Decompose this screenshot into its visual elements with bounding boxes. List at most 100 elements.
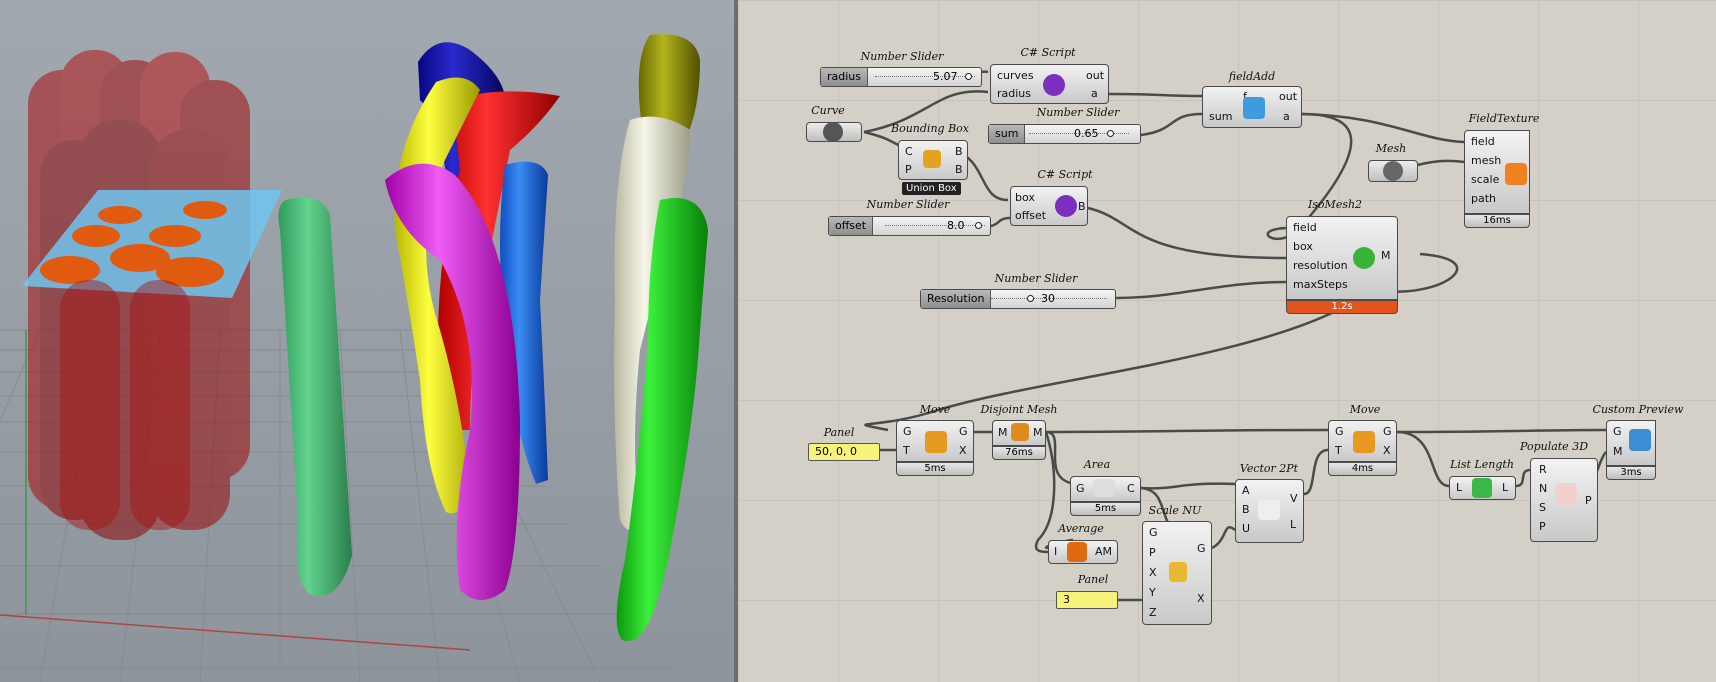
area-out-c: C xyxy=(1127,482,1135,495)
scalenu-in-g: G xyxy=(1149,526,1158,539)
disjoint-icon xyxy=(1011,423,1029,441)
csharp2-out-b: B xyxy=(1078,200,1086,213)
populate-3d[interactable]: R N S P P xyxy=(1530,458,1598,542)
csharp2-in-offset: offset xyxy=(1015,209,1047,222)
list-length[interactable]: L L xyxy=(1449,476,1516,500)
preview-icon xyxy=(1629,429,1651,451)
area-timer: 5ms xyxy=(1070,502,1141,516)
panel1-title: Panel xyxy=(823,426,855,439)
slider-resolution-knob[interactable] xyxy=(1027,295,1034,302)
move-icon xyxy=(925,431,947,453)
fieldtexture-in-scale: scale xyxy=(1471,173,1500,186)
vector-icon xyxy=(1258,500,1280,520)
disjoint-title: Disjoint Mesh xyxy=(980,403,1058,416)
vector2pt-in-a: A xyxy=(1242,484,1250,497)
iso-mesh[interactable]: field box resolution maxSteps M xyxy=(1286,216,1398,300)
slider-sum[interactable]: sum 0.65 xyxy=(988,124,1141,144)
slider-radius-label: radius xyxy=(821,68,869,86)
field-texture[interactable]: field mesh scale path xyxy=(1464,130,1530,214)
average-out-am: AM xyxy=(1095,545,1113,558)
isomesh-in-box: box xyxy=(1293,240,1313,253)
blue-tube xyxy=(500,161,548,484)
fieldtexture-in-path: path xyxy=(1471,192,1497,205)
csharp1-in-curves: curves xyxy=(997,69,1034,82)
fieldtexture-in-field: field xyxy=(1471,135,1495,148)
slice-contours xyxy=(40,201,227,287)
rhino-viewport[interactable] xyxy=(0,0,734,682)
csharp-script-1[interactable]: curves radius out a xyxy=(990,64,1109,104)
bbox-out-b2: B xyxy=(955,163,963,176)
scalenu-in-p: P xyxy=(1149,546,1156,559)
disjoint-mesh[interactable]: M M xyxy=(992,420,1046,446)
move2-out-x: X xyxy=(1383,444,1391,457)
magenta-tube xyxy=(385,163,520,601)
x-axis-line xyxy=(0,614,471,651)
slider-resolution-label: Resolution xyxy=(921,290,992,308)
isomesh-icon xyxy=(1353,247,1375,269)
vector2pt-in-u: U xyxy=(1242,522,1251,535)
slider-sum-label: sum xyxy=(989,125,1026,143)
isomesh-title: IsoMesh2 xyxy=(1307,198,1363,211)
slider-sum-title: Number Slider xyxy=(1036,106,1120,119)
mesh-param[interactable] xyxy=(1368,160,1418,182)
bbox-in-p: P xyxy=(905,163,912,176)
scalenu-in-z: Z xyxy=(1149,606,1157,619)
move-icon xyxy=(1353,431,1375,453)
curve-param[interactable] xyxy=(806,122,862,142)
curve-icon xyxy=(823,122,843,142)
move-1[interactable]: G T G X xyxy=(896,420,974,462)
populate-out-p: P xyxy=(1585,494,1592,507)
area-title: Area xyxy=(1083,458,1111,471)
slider-sum-knob[interactable] xyxy=(1107,130,1114,137)
vector2pt-title: Vector 2Pt xyxy=(1239,462,1299,475)
scalenu-in-x: X xyxy=(1149,566,1157,579)
csharp1-in-radius: radius xyxy=(997,87,1032,100)
fieldadd-in-sum: sum xyxy=(1209,110,1233,123)
populate-title: Populate 3D xyxy=(1519,440,1589,453)
slider-offset-knob[interactable] xyxy=(975,222,982,229)
lime-tube xyxy=(616,198,708,642)
area[interactable]: G C xyxy=(1070,476,1141,502)
average[interactable]: I AM xyxy=(1048,540,1118,564)
viewport-canvas-splitter[interactable] xyxy=(734,0,738,682)
panel-scale[interactable]: 3 xyxy=(1056,591,1118,609)
isomesh-timer: 1.2s xyxy=(1286,300,1398,314)
slider-radius-knob[interactable] xyxy=(965,73,972,80)
custompreview-title: Custom Preview xyxy=(1592,403,1684,416)
area-in-g: G xyxy=(1076,482,1085,495)
move2-timer: 4ms xyxy=(1328,462,1397,476)
vector2pt-out-l: L xyxy=(1290,518,1297,531)
grasshopper-canvas[interactable]: Number Slider radius 5.07 C# Script curv… xyxy=(738,0,1716,682)
populate-in-n: N xyxy=(1539,482,1548,495)
area-icon xyxy=(1093,479,1115,497)
move1-out-g: G xyxy=(959,425,968,438)
slider-offset[interactable]: offset 8.0 xyxy=(828,216,991,236)
custom-preview[interactable]: G M xyxy=(1606,420,1656,466)
red-tube xyxy=(438,91,560,430)
vector2pt-out-v: V xyxy=(1290,492,1298,505)
plus-icon xyxy=(1243,97,1265,119)
move1-title: Move xyxy=(919,403,951,416)
panel-vector[interactable]: 50, 0, 0 xyxy=(808,443,880,461)
scale-icon xyxy=(1169,562,1187,582)
average-icon xyxy=(1067,542,1087,562)
csharp-script-2[interactable]: box offset B xyxy=(1010,186,1088,226)
bounding-box[interactable]: C P B B xyxy=(898,140,968,180)
vector2pt-in-b: B xyxy=(1242,503,1250,516)
csharp-icon xyxy=(1043,74,1065,96)
field-add[interactable]: f sum out a xyxy=(1202,86,1302,128)
mesh-icon xyxy=(1383,161,1403,181)
isomesh-in-maxsteps: maxSteps xyxy=(1293,278,1348,291)
slider-radius[interactable]: radius 5.07 xyxy=(820,67,982,87)
move2-out-g: G xyxy=(1383,425,1392,438)
move-2[interactable]: G T G X xyxy=(1328,420,1397,462)
scale-nu[interactable]: G P X Y Z G X xyxy=(1142,521,1212,625)
csharp2-title: C# Script xyxy=(1037,168,1093,181)
bbox-title: Bounding Box xyxy=(891,122,969,135)
fieldtexture-timer: 16ms xyxy=(1464,214,1530,228)
isomesh-in-field: field xyxy=(1293,221,1317,234)
fieldtexture-title: FieldTexture xyxy=(1468,112,1540,125)
slider-resolution[interactable]: Resolution 30 xyxy=(920,289,1116,309)
vector-2pt[interactable]: A B U V L xyxy=(1235,479,1304,543)
slider-resolution-title: Number Slider xyxy=(994,272,1078,285)
